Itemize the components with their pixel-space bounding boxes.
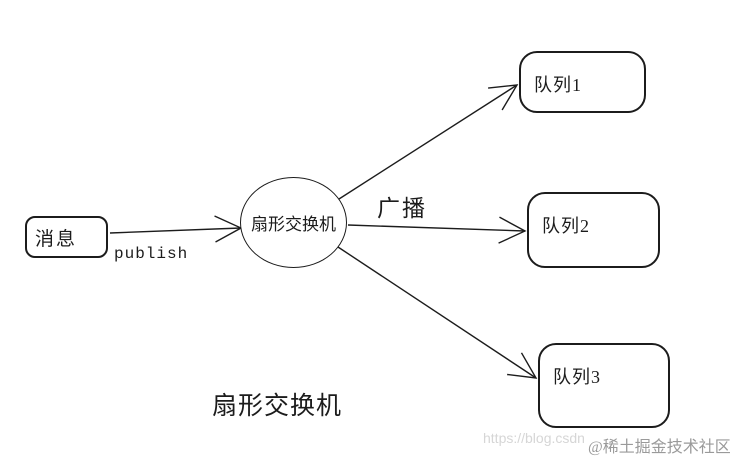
queue-box-1: 队列1 — [519, 51, 646, 113]
publish-label: publish — [114, 245, 189, 263]
exchange-label: 扇形交换机 — [251, 215, 336, 234]
broadcast-arrow-queue1 — [338, 84, 519, 200]
queue-2-label: 队列2 — [542, 216, 590, 236]
broadcast-label: 广播 — [377, 196, 427, 221]
exchange-circle: 扇形交换机 — [240, 177, 347, 268]
queue-3-label: 队列3 — [553, 367, 601, 387]
message-label: 消息 — [35, 228, 78, 250]
publish-arrow — [109, 215, 243, 243]
broadcast-arrow-queue2 — [347, 216, 527, 244]
diagram-caption: 扇形交换机 — [212, 393, 343, 420]
message-box: 消息 — [25, 216, 108, 258]
queue-1-label: 队列1 — [534, 75, 582, 95]
queue-box-3: 队列3 — [538, 343, 670, 428]
broadcast-arrow-queue3 — [337, 246, 538, 379]
watermark-url: https://blog.csdn — [483, 430, 585, 446]
queue-box-2: 队列2 — [527, 192, 660, 268]
watermark-community: @稀土掘金技术社区 — [588, 439, 731, 456]
